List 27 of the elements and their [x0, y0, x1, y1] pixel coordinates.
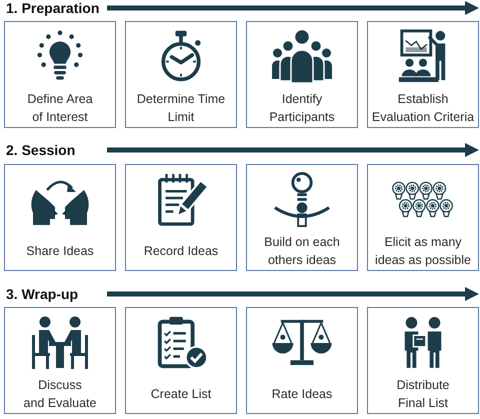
step-label: Define Area of Interest — [27, 91, 93, 126]
phase-heading: 3. Wrap-up — [6, 285, 78, 303]
step-box — [4, 21, 116, 128]
step-box — [246, 307, 358, 414]
step-label: Create List — [150, 386, 212, 403]
step-box — [125, 307, 237, 414]
step-label: Elicit as many ideas as possible — [375, 234, 471, 269]
step-label: Rate Ideas — [272, 386, 332, 403]
step-box — [4, 164, 116, 271]
step-label: Discuss and Evaluate — [24, 377, 96, 412]
step-box — [125, 164, 237, 271]
step-box — [367, 21, 479, 128]
step-box — [4, 307, 116, 414]
phase-heading: 2. Session — [6, 141, 76, 159]
step-box — [367, 307, 479, 414]
step-box — [246, 21, 358, 128]
step-label: Determine Time Limit — [136, 91, 226, 126]
phase-heading: 1. Preparation — [6, 0, 100, 17]
step-label: Establish Evaluation Criteria — [372, 91, 474, 126]
step-label: Share Ideas — [26, 243, 94, 260]
step-label: Build on each others ideas — [264, 234, 340, 269]
step-box — [246, 164, 358, 271]
step-box — [125, 21, 237, 128]
step-box — [367, 164, 479, 271]
step-label: Distribute Final List — [396, 377, 450, 412]
step-label: Identify Participants — [269, 91, 335, 126]
step-label: Record Ideas — [144, 243, 218, 260]
